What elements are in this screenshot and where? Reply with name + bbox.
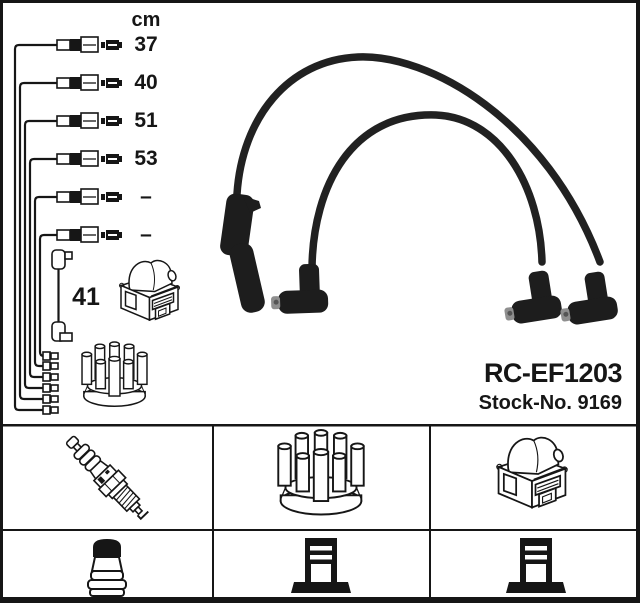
spark-plug-icon: [65, 435, 149, 521]
coil-boot: [220, 193, 265, 313]
distributor-cap-drawing: [81, 341, 148, 407]
coil-wire: [51, 249, 73, 342]
lead-row-2: [18, 74, 123, 401]
terminal-stack: [42, 351, 59, 415]
lead-row-4: [28, 150, 123, 379]
stock-number: Stock-No. 9169: [478, 392, 622, 414]
terminal-nut-icon: [87, 539, 127, 597]
cable-length-label-2: 40: [134, 71, 158, 94]
grid-line-top: [0, 424, 640, 427]
ignition-coil-drawing: [118, 259, 181, 321]
ignition-coil-icon: [495, 436, 569, 509]
cable-length-label-5: –: [140, 185, 152, 208]
cable-length-label-3: 51: [134, 109, 158, 132]
lead-row-5: [33, 188, 123, 368]
cable-length-label-4: 53: [134, 147, 158, 170]
lead-row-3: [23, 112, 123, 390]
ignition-leads-photo: [220, 53, 620, 327]
legend-grid: [0, 424, 640, 597]
part-number: RC-EF1203: [483, 358, 623, 388]
plug-boot-middle: [499, 268, 564, 326]
coil-terminal-icon: [291, 538, 351, 593]
plug-boot-left: [269, 263, 329, 315]
distributor-cap-icon: [277, 429, 365, 516]
length-diagram: [13, 36, 181, 415]
grid-line-col1: [212, 425, 214, 597]
cable-length-label-6: –: [140, 223, 152, 246]
lead-row-1: [13, 36, 123, 412]
distributor-terminal-icon: [506, 538, 566, 593]
grid-line-col2: [429, 425, 431, 597]
coil-wire-length-label: 41: [72, 283, 100, 311]
cable-length-label-1: 37: [134, 33, 158, 56]
grid-line-middle: [0, 529, 640, 531]
plug-boot-right: [555, 269, 620, 327]
unit-header: cm: [131, 9, 161, 31]
